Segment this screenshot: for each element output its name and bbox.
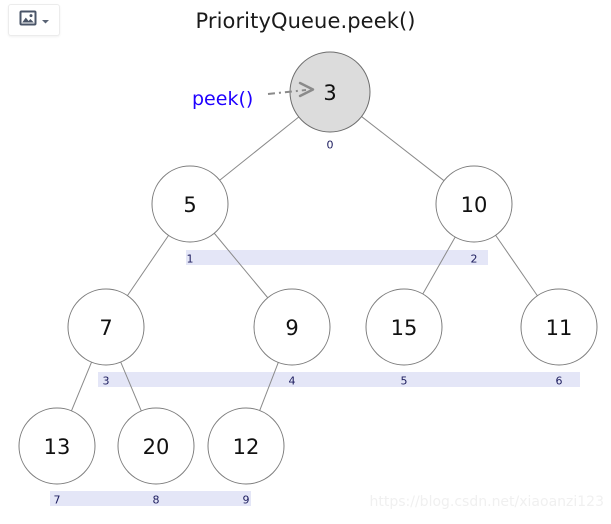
tree-node-circle[interactable] — [253, 288, 331, 366]
tree-node-circle[interactable] — [117, 407, 195, 485]
tree-node-circle[interactable] — [435, 165, 513, 243]
tree-edge — [361, 116, 445, 182]
tree-node[interactable]: 9 — [253, 288, 331, 366]
tree-node-value: 9 — [285, 316, 298, 340]
tree-edge — [259, 362, 279, 411]
tree-node-value: 3 — [323, 81, 336, 105]
index-band — [186, 250, 488, 265]
tree-node-index-label: 6 — [556, 375, 563, 388]
peek-arrow-line — [267, 89, 307, 95]
tree-node-circle[interactable] — [67, 288, 145, 366]
index-band — [50, 491, 251, 506]
tree-node-index-label: 4 — [289, 375, 296, 388]
tree-node-circle[interactable] — [520, 288, 598, 366]
tree-edge — [422, 236, 456, 295]
tree-node-index-label: 3 — [103, 375, 110, 388]
tree-node-circle[interactable] — [151, 165, 229, 243]
tree-node-index-label: 0 — [327, 139, 334, 152]
tree-node-circle[interactable] — [365, 288, 443, 366]
tree-node[interactable]: 7 — [67, 288, 145, 366]
index-band-group — [50, 250, 580, 506]
tree-node-value: 5 — [183, 193, 196, 217]
index-band — [98, 372, 580, 387]
peek-annotation: peek() — [192, 81, 315, 110]
tree-node-value: 13 — [44, 435, 71, 459]
tree-node-value: 7 — [99, 316, 112, 340]
tree-edge — [71, 361, 92, 412]
tree-edge — [219, 116, 300, 181]
tree-node-value: 10 — [461, 193, 488, 217]
tree-node[interactable]: 12 — [207, 407, 285, 485]
tree-node[interactable]: 20 — [117, 407, 195, 485]
tree-node[interactable]: 5 — [151, 165, 229, 243]
tree-node-index-label: 5 — [401, 375, 408, 388]
image-toolbar-button[interactable] — [8, 4, 60, 36]
tree-edge — [495, 234, 538, 297]
tree-node-value: 20 — [143, 435, 170, 459]
tree-node[interactable]: 15 — [365, 288, 443, 366]
tree-node-index-label: 1 — [187, 253, 194, 266]
tree-node[interactable]: 10 — [435, 165, 513, 243]
tree-node-value: 11 — [546, 316, 573, 340]
tree-edge — [120, 361, 142, 412]
peek-arrow-head-icon — [298, 81, 315, 98]
tree-node[interactable]: 3 — [289, 51, 371, 133]
page-title: PriorityQueue.peek() — [195, 9, 416, 33]
tree-node[interactable]: 11 — [520, 288, 598, 366]
tree-edge — [213, 232, 269, 299]
tree-node-index-label: 8 — [153, 494, 160, 507]
tree-node-index-label: 9 — [243, 494, 250, 507]
watermark-text: https://blog.csdn.net/xiaoanzi123 — [370, 494, 605, 510]
tree-node[interactable]: 13 — [18, 407, 96, 485]
tree-node-circle[interactable] — [207, 407, 285, 485]
tree-node-index-label: 2 — [471, 253, 478, 266]
chevron-down-icon[interactable] — [41, 11, 50, 30]
image-icon — [19, 9, 37, 31]
tree-node-value: 15 — [391, 316, 418, 340]
tree-node-value: 12 — [233, 435, 260, 459]
tree-edge-group — [71, 116, 538, 412]
tree-node-circle[interactable] — [18, 407, 96, 485]
tree-edge — [127, 235, 169, 296]
peek-annotation-label: peek() — [192, 88, 253, 110]
tree-node-index-label: 7 — [54, 494, 61, 507]
